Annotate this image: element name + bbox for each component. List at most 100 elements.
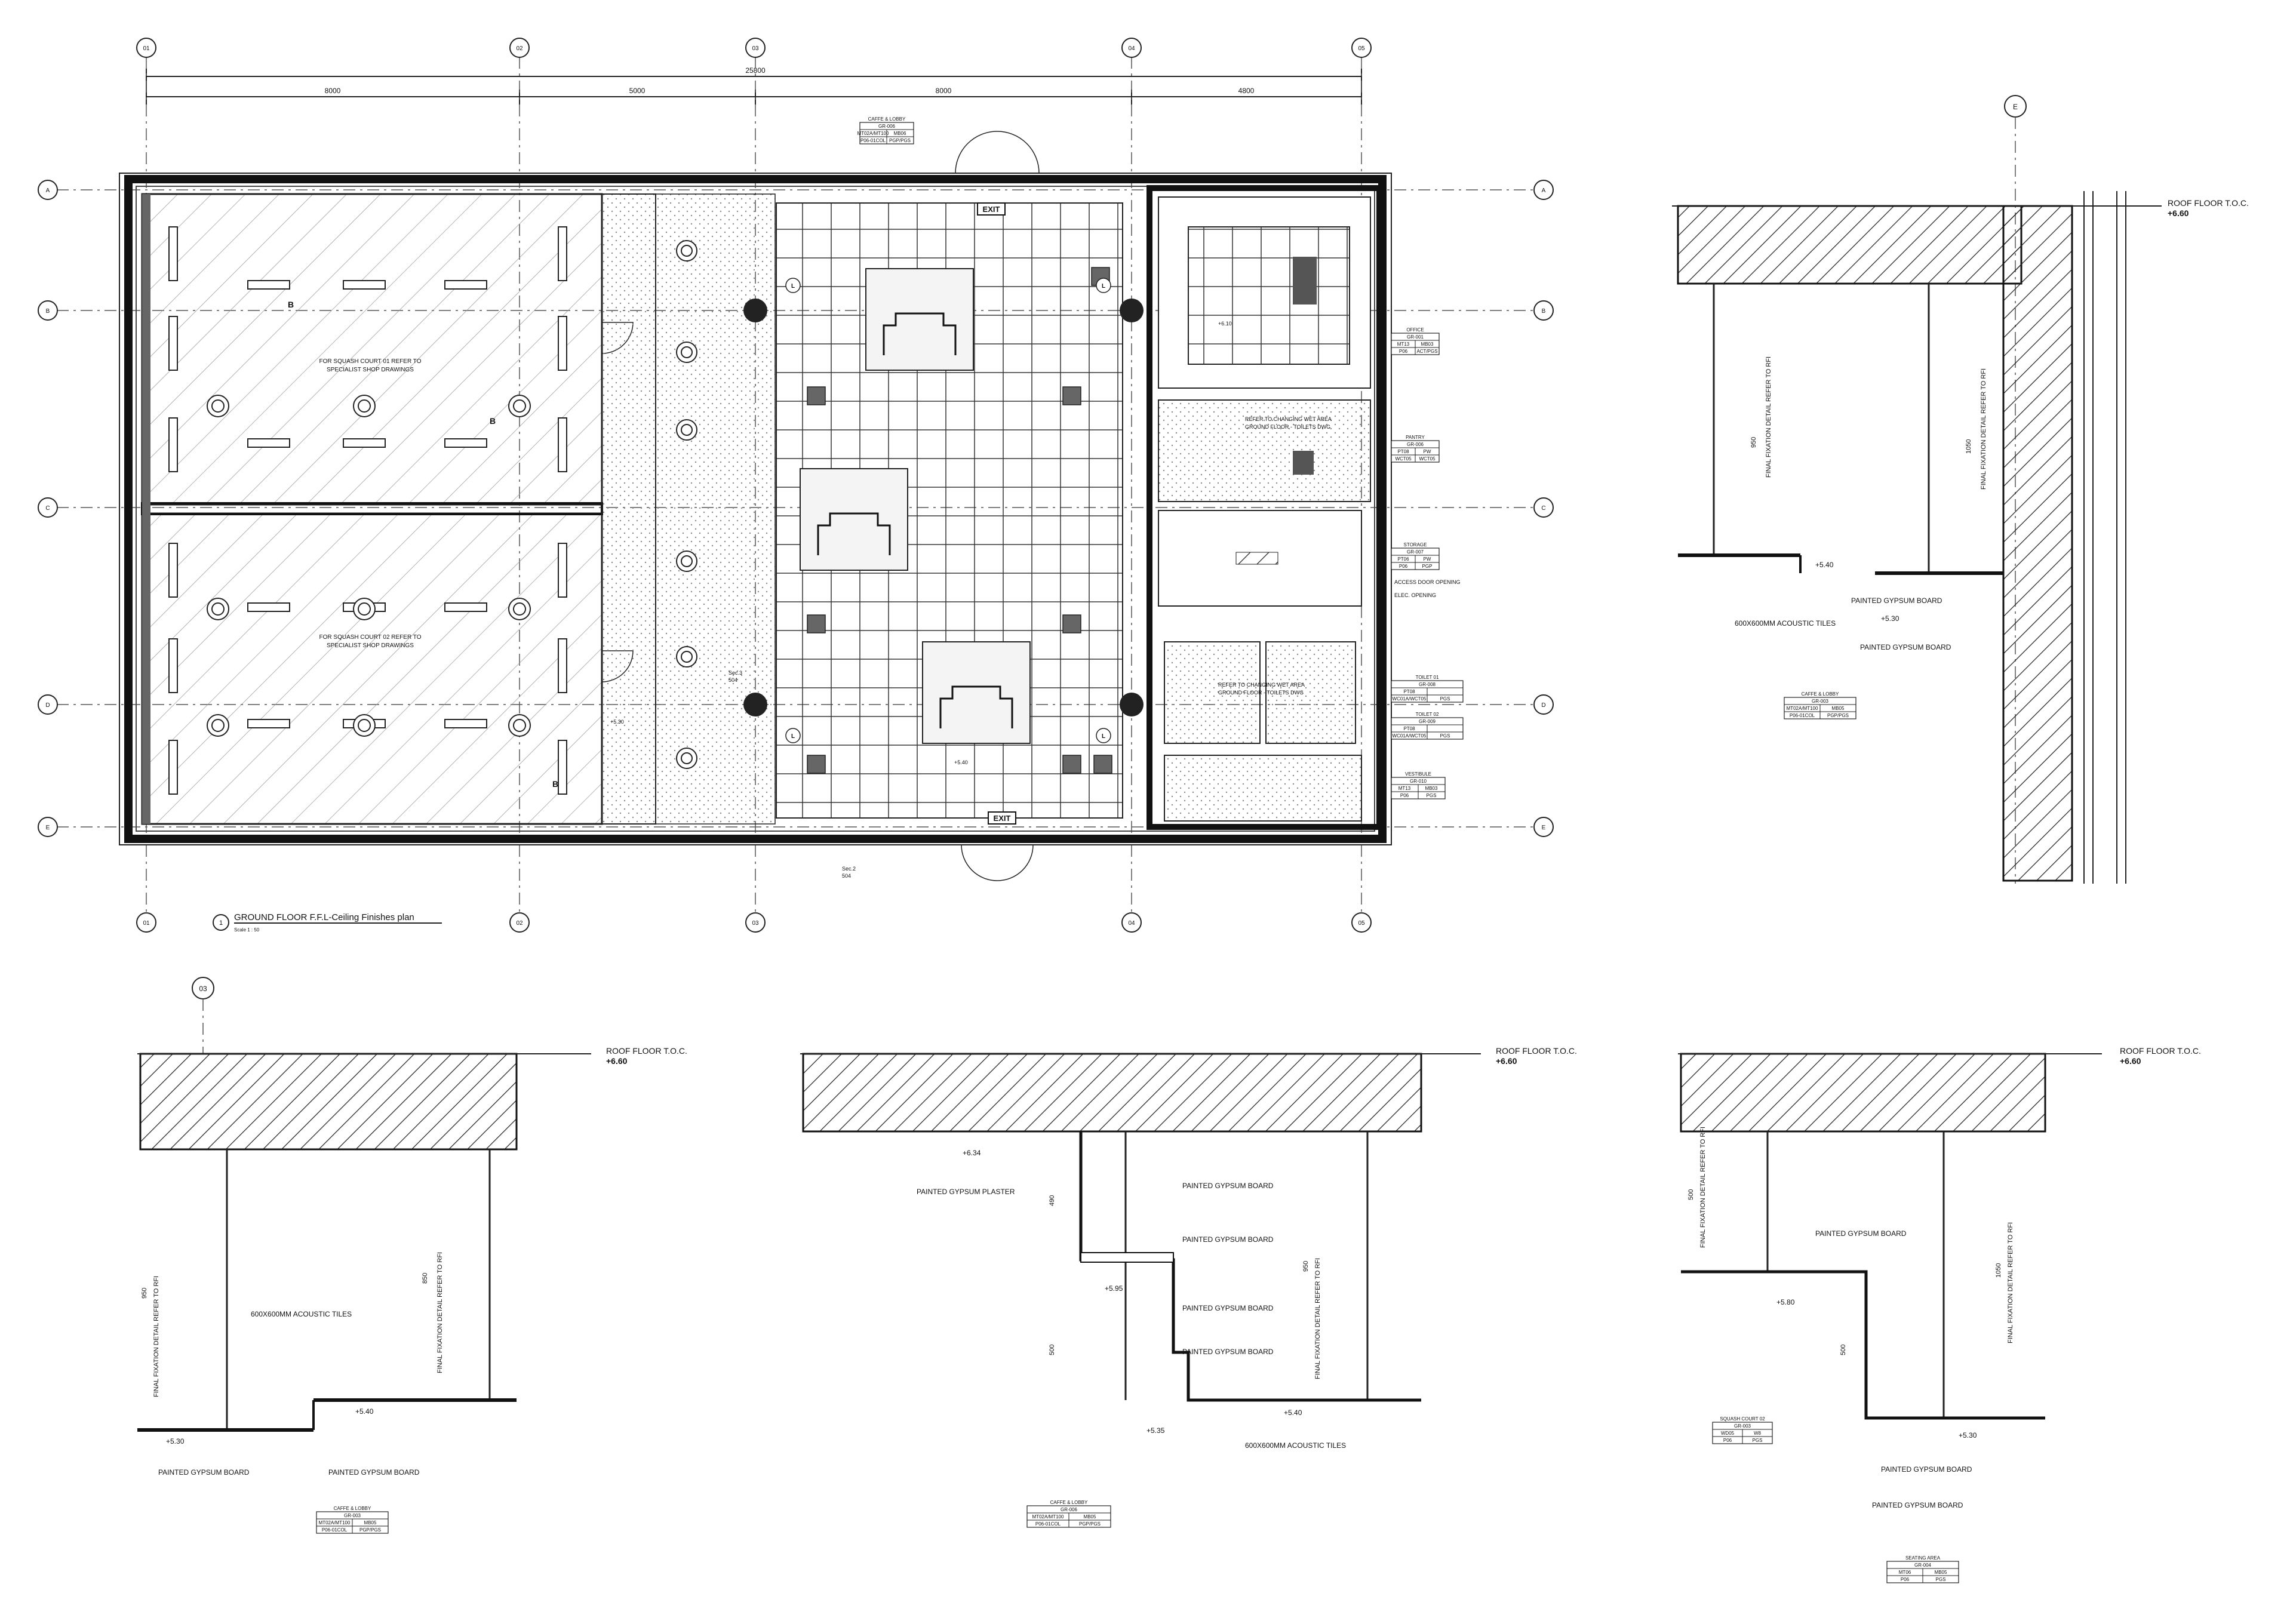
svg-text:GR-004: GR-004 [1914, 1563, 1932, 1568]
svg-text:PGP/PGS: PGP/PGS [1827, 713, 1849, 718]
svg-text:CAFFE & LOBBY: CAFFE & LOBBY [1050, 1500, 1088, 1505]
grid-bubble [745, 38, 766, 58]
svg-text:GR-001: GR-001 [1407, 334, 1424, 340]
dimension: 500 [1049, 1345, 1056, 1355]
svg-text:GR-007: GR-007 [1407, 549, 1424, 555]
svg-text:VESTIBULE: VESTIBULE [1405, 771, 1431, 777]
ceiling-type-mark: B [490, 416, 496, 426]
toilet-01 [1164, 641, 1261, 744]
svg-text:ACT/PGS: ACT/PGS [1416, 349, 1437, 354]
grid-bubble [38, 180, 58, 200]
grid-label: A [46, 187, 50, 194]
wet-area-note: GROUND FLOOR - TOILETS DWG [1245, 424, 1330, 430]
squash-note: FOR SQUASH COURT 02 REFER TO [319, 634, 422, 641]
grid-bubble [509, 912, 530, 933]
roof-level-label: ROOF FLOOR T.O.C. [2168, 198, 2249, 208]
grid-bubble [38, 694, 58, 715]
dimension: 500 [1840, 1345, 1847, 1355]
svg-text:GR-010: GR-010 [1410, 779, 1427, 784]
dimension: 950 [141, 1288, 148, 1299]
drawing-scale: Scale 1 : 50 [234, 927, 260, 933]
column-section [2002, 205, 2073, 882]
svg-text:WCT05: WCT05 [1395, 456, 1412, 462]
svg-text:MT13: MT13 [1398, 786, 1411, 791]
material-label: PAINTED GYPSUM BOARD [158, 1468, 250, 1477]
roof-slab [1680, 1053, 2046, 1133]
svg-text:GR-008: GR-008 [1419, 682, 1436, 687]
grid-label: B [46, 308, 50, 315]
level-marker: +5.40 [1284, 1408, 1302, 1417]
wet-area-note: REFER TO CHANGING WET AREA [1218, 682, 1305, 688]
material-label: PAINTED GYPSUM BOARD [328, 1468, 420, 1477]
exit-sign-bottom [988, 811, 1016, 825]
grid-bubble [509, 38, 530, 58]
roof-slab [802, 1053, 1422, 1133]
light-type-mark: L [791, 733, 795, 740]
elec-opening-note: ELEC. OPENING [1394, 592, 1436, 598]
svg-text:PW: PW [1424, 556, 1431, 562]
fixation-note: FINAL FIXATION DETAIL REFER TO RFI [437, 1252, 444, 1373]
grid-bubble [1533, 300, 1554, 321]
level-marker: +5.30 [610, 719, 624, 725]
gypsum-bulkheads [800, 268, 1031, 744]
squash-note: SPECIALIST SHOP DRAWINGS [327, 642, 414, 649]
svg-text:PT08: PT08 [1397, 449, 1409, 454]
roof-level: +6.60 [606, 1056, 628, 1066]
svg-text:P06: P06 [1399, 349, 1408, 354]
vent-diffusers [807, 267, 1112, 774]
level-marker: +6.34 [963, 1149, 981, 1157]
fixation-note: FINAL FIXATION DETAIL REFER TO RFI [153, 1276, 160, 1397]
grid-bubble [1121, 912, 1142, 933]
svg-text:GR-003: GR-003 [344, 1513, 361, 1518]
squash-court-01 [141, 193, 603, 506]
squash-note: SPECIALIST SHOP DRAWINGS [327, 367, 414, 373]
grid-bubble [1533, 180, 1554, 200]
svg-text:PANTRY: PANTRY [1406, 435, 1425, 440]
grid-bubble [38, 300, 58, 321]
grid-bubble [1533, 497, 1554, 518]
office-ceiling-tiles [1188, 226, 1350, 365]
material-label: PAINTED GYPSUM BOARD [1815, 1229, 1907, 1238]
level-marker: +5.40 [355, 1407, 374, 1416]
grid-bubble [38, 817, 58, 837]
roof-level-label: ROOF FLOOR T.O.C. [1496, 1046, 1577, 1056]
toilet-02 [1265, 641, 1356, 744]
dimension: 500 [1688, 1189, 1695, 1200]
lobby-plaster-zone [655, 193, 776, 825]
grid-label: B [1542, 308, 1546, 315]
material-label: PAINTED GYPSUM BOARD [1182, 1304, 1274, 1312]
svg-text:MT13: MT13 [1397, 342, 1410, 347]
dimension: 950 [1302, 1261, 1310, 1272]
corridor-downlights [676, 240, 697, 769]
svg-text:TOILET 01: TOILET 01 [1416, 675, 1439, 680]
material-label: PAINTED GYPSUM BOARD [1851, 596, 1942, 605]
vestibule [1164, 755, 1362, 822]
squash-court-02 [141, 512, 603, 825]
dimension: 1050 [1965, 439, 1972, 454]
ceiling-type-mark: B [288, 300, 294, 309]
roof-level-label: ROOF FLOOR T.O.C. [2120, 1046, 2201, 1056]
level-marker: +5.30 [166, 1437, 185, 1445]
svg-text:MB03: MB03 [1425, 786, 1438, 791]
svg-text:PGS: PGS [1936, 1577, 1946, 1582]
svg-text:MB05: MB05 [1832, 706, 1845, 711]
section-marker: 504 [842, 873, 851, 879]
svg-text:P06: P06 [1399, 564, 1408, 569]
roof-slab [139, 1053, 518, 1151]
svg-text:TOILET 02: TOILET 02 [1416, 712, 1439, 717]
section-marker: Sec.3 [729, 670, 742, 676]
fixation-note: FINAL FIXATION DETAIL REFER TO RFI [1980, 368, 1987, 490]
svg-text:P06-01COL: P06-01COL [1035, 1521, 1061, 1527]
level-marker: +6.10 [1218, 321, 1232, 327]
section-detail-bottom-right: ROOF FLOOR T.O.C. +6.60 PAINTED GYPSUM B… [1678, 1046, 2201, 1583]
grid-bubble [136, 912, 156, 933]
svg-text:STORAGE: STORAGE [1404, 542, 1427, 548]
svg-text:CAFFE & LOBBY: CAFFE & LOBBY [334, 1506, 371, 1511]
grid-label: 02 [516, 920, 523, 927]
level-marker: +5.30 [1881, 614, 1899, 623]
